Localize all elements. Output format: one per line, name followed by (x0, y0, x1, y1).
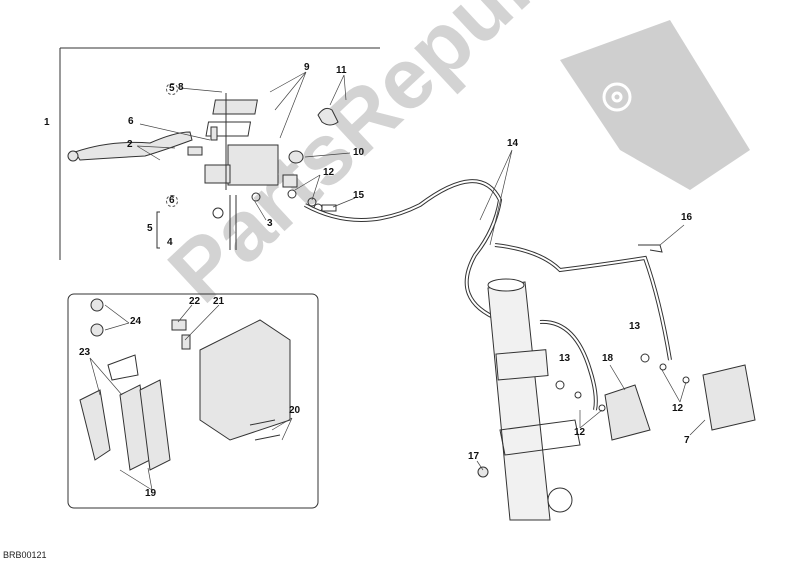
callout-24: 24 (130, 316, 142, 327)
callout-5: 5 (147, 223, 153, 234)
master-cylinder (227, 144, 279, 186)
brake-caliper (199, 319, 291, 441)
callout-3: 3 (267, 218, 273, 229)
callout-18: 18 (602, 353, 614, 364)
callout-23: 23 (79, 347, 91, 358)
callout-6: 6 (128, 116, 134, 127)
callout-9: 9 (304, 62, 310, 73)
callout-1: 1 (44, 117, 50, 128)
callout-17: 17 (468, 451, 480, 462)
brake-pad (139, 379, 171, 471)
group-bracket-5 (156, 211, 160, 249)
callout-13: 13 (559, 353, 571, 364)
diagram-code: BRB00121 (3, 550, 47, 560)
brake-caliper-7 (702, 364, 756, 431)
hose-clip (638, 244, 663, 253)
callout-2: 2 (127, 139, 133, 150)
brake-pad (79, 389, 111, 461)
callout-20: 20 (289, 405, 301, 416)
callout-15: 15 (353, 190, 365, 201)
callout-11: 11 (336, 65, 347, 76)
callout-12: 12 (672, 403, 684, 414)
callout-10: 10 (353, 147, 365, 158)
callout-14: 14 (507, 138, 519, 149)
brake-caliper-18 (604, 384, 651, 441)
gear-watermark-icon (560, 20, 750, 190)
callout-12: 12 (574, 427, 586, 438)
callout-5: 5 (166, 83, 178, 95)
callout-12: 12 (323, 167, 335, 178)
callout-4: 4 (167, 237, 173, 248)
callout-16: 16 (681, 212, 693, 223)
callout-8: 8 (178, 82, 184, 93)
fork-leg (487, 281, 551, 521)
callout-13: 13 (629, 321, 641, 332)
leader-lines (89, 71, 706, 491)
brake-lever (74, 131, 193, 161)
callout-6: 6 (166, 195, 178, 207)
callout-19: 19 (145, 488, 157, 499)
brake-hose-left (539, 319, 598, 411)
gear-icon (602, 82, 632, 112)
group-bracket-1 (59, 47, 380, 260)
caliper-kit-box (67, 293, 319, 509)
reservoir-cover (212, 99, 258, 115)
callout-21: 21 (213, 296, 225, 307)
pad-spring (107, 354, 139, 381)
callout-22: 22 (189, 296, 201, 307)
callout-7: 7 (684, 435, 690, 446)
